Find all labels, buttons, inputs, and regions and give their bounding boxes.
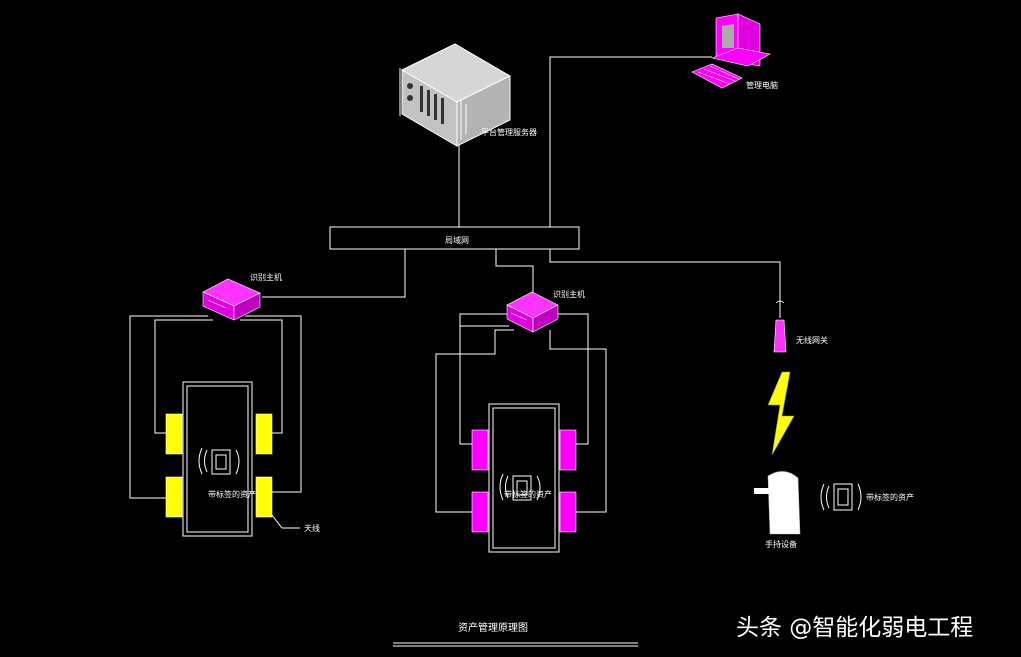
antenna-panel <box>255 413 273 455</box>
antenna-label: 天线 <box>304 523 320 533</box>
server-icon <box>399 43 512 147</box>
handheld-device-icon <box>754 471 801 535</box>
asset-cabinet <box>182 381 253 537</box>
host2-cable <box>549 330 607 513</box>
rfid-tag-icon <box>820 483 862 511</box>
tagged-asset-label: 带标签的资产 <box>866 492 914 502</box>
antenna-pointer <box>267 509 300 529</box>
lan-label: 局域网 <box>445 235 469 245</box>
management-pc-label: 管理电脑 <box>746 80 778 90</box>
host1-lan-link <box>262 249 406 298</box>
rfid-tag-icon <box>499 473 541 501</box>
antenna-panel <box>255 476 273 518</box>
host2-cable <box>459 325 509 445</box>
handheld-label: 手持设备 <box>765 539 797 549</box>
host1-cable <box>154 319 213 434</box>
asset-cabinet <box>488 403 560 553</box>
tagged-asset-label: 带标签的资产 <box>208 489 256 499</box>
reader-host-icon <box>202 278 261 321</box>
host2-cable <box>555 313 589 445</box>
wireless-signal-icon <box>767 371 795 456</box>
antenna-panel <box>559 491 577 533</box>
host2-cable <box>459 313 509 355</box>
server-label: 平台管理服务器 <box>481 127 537 137</box>
asset-cabinet-inner <box>186 385 249 533</box>
reader-host-icon <box>506 291 559 333</box>
host1-cable <box>129 315 208 499</box>
watermark: 头条 @智能化弱电工程 <box>736 615 974 641</box>
diagram-title: 资产管理原理图 <box>458 621 528 634</box>
antenna-panel <box>165 476 183 518</box>
tagged-asset-label: 带标签的资产 <box>504 489 552 499</box>
gateway-lan-link <box>549 249 781 305</box>
host1-cable <box>245 315 302 493</box>
lan-bar <box>329 226 580 250</box>
asset-cabinet-inner <box>492 407 556 549</box>
antenna-panel <box>559 429 577 471</box>
host1-cable <box>240 319 283 434</box>
wireless-gateway-icon <box>773 300 787 353</box>
host2-cable <box>435 329 514 513</box>
management-pc-icon <box>691 13 771 89</box>
rfid-tag-icon <box>198 447 240 475</box>
reader-host-label: 识别主机 <box>250 272 282 282</box>
reader-host-label: 识别主机 <box>553 289 585 299</box>
pc-lan-link <box>549 56 712 227</box>
antenna-panel <box>471 491 489 533</box>
wireless-gateway-label: 无线网关 <box>796 335 828 345</box>
antenna-panel <box>165 413 183 455</box>
antenna-panel <box>471 429 489 471</box>
host2-lan-link <box>495 249 534 298</box>
